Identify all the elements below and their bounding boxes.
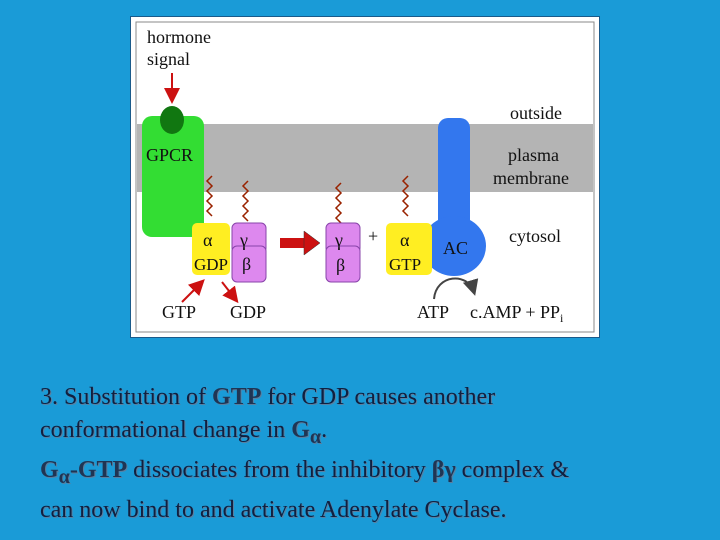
caption-l3-c: dissociates from the inhibitory [127, 456, 432, 483]
cytosol-label: cytosol [509, 226, 561, 246]
caption-alpha-sub-2: α [58, 465, 70, 488]
gamma-symbol-1: γ [239, 230, 248, 250]
plasma-membrane [137, 124, 593, 192]
ac-label: AC [443, 238, 468, 258]
gpcr-receptor [142, 116, 204, 237]
gtp-on-alpha: GTP [389, 255, 421, 274]
caption-l1-c: for GDP causes another [261, 384, 496, 410]
lipid-anchor-4 [401, 175, 410, 217]
caption-line-2: conformational change in Gα. [40, 414, 710, 454]
caption-beta-gamma: βγ [431, 456, 456, 483]
g-protein-diagram: hormone signal GPCR outside plasma membr… [130, 16, 600, 338]
alpha-symbol-2: α [400, 230, 410, 250]
atp-label: ATP [417, 302, 449, 322]
caption-line-4: can now bind to and activate Adenylate C… [40, 496, 507, 523]
beta-symbol-2: β [336, 255, 345, 275]
g-beta-subunit [231, 245, 267, 283]
gtp-in-arrow [181, 279, 205, 303]
gdp-out-label: GDP [230, 302, 266, 322]
caption-l1-a: 3. Substitution of [40, 384, 213, 410]
g-beta-subunit-free [325, 245, 361, 283]
hormone-label-1: hormone [147, 27, 211, 47]
gdp-on-alpha: GDP [194, 255, 228, 274]
camp-label: c.AMP + PPi [470, 302, 564, 325]
adenylate-cyclase-stalk [438, 118, 470, 248]
alpha-symbol-1: α [203, 230, 213, 250]
gtp-in-label: GTP [162, 302, 196, 322]
caption-l2-a: conformational change in [40, 417, 292, 443]
plus-sign: + [368, 226, 378, 246]
beta-symbol-1: β [242, 254, 251, 274]
caption-gtp-2: -GTP [69, 456, 128, 483]
plasma-label-1: plasma [508, 145, 559, 165]
g-alpha-subunit-gtp [386, 223, 432, 275]
gamma-symbol-2: γ [334, 230, 343, 250]
caption-g: G [291, 417, 310, 443]
lipid-anchor-1 [205, 175, 214, 217]
caption-galpha-gtp: Gα-GTP [40, 456, 128, 488]
caption-l3-e: complex & [455, 456, 569, 483]
gdp-out-arrow [221, 281, 239, 304]
caption-gtp-highlight: GTP [212, 384, 262, 410]
caption-alpha-sub: α [309, 425, 322, 448]
transition-arrow-body [280, 238, 306, 248]
pi-subscript: i [560, 311, 564, 325]
gpcr-label: GPCR [146, 145, 193, 165]
outside-label: outside [510, 103, 562, 123]
lipid-anchor-3 [334, 182, 343, 224]
lipid-anchor-2 [241, 180, 250, 222]
caption-l2-c: . [321, 417, 328, 443]
caption-line-3: Gα-GTP dissociates from the inhibitory β… [40, 454, 710, 494]
camp-text: c.AMP + PP [470, 302, 560, 322]
caption-g2: G [40, 456, 59, 483]
g-alpha-subunit-gdp [192, 223, 230, 275]
plasma-label-2: membrane [493, 168, 569, 188]
caption-g-alpha: Gα [291, 417, 321, 448]
hormone-label-2: signal [147, 49, 190, 69]
hormone-ligand [160, 106, 184, 134]
atp-conversion-arrow [433, 277, 479, 300]
adenylate-cyclase [422, 216, 486, 276]
transition-arrow-head [303, 230, 321, 256]
slide-caption: 3. Substitution of GTP for GDP causes an… [40, 381, 710, 527]
caption-line-1: 3. Substitution of GTP for GDP causes an… [40, 381, 710, 414]
